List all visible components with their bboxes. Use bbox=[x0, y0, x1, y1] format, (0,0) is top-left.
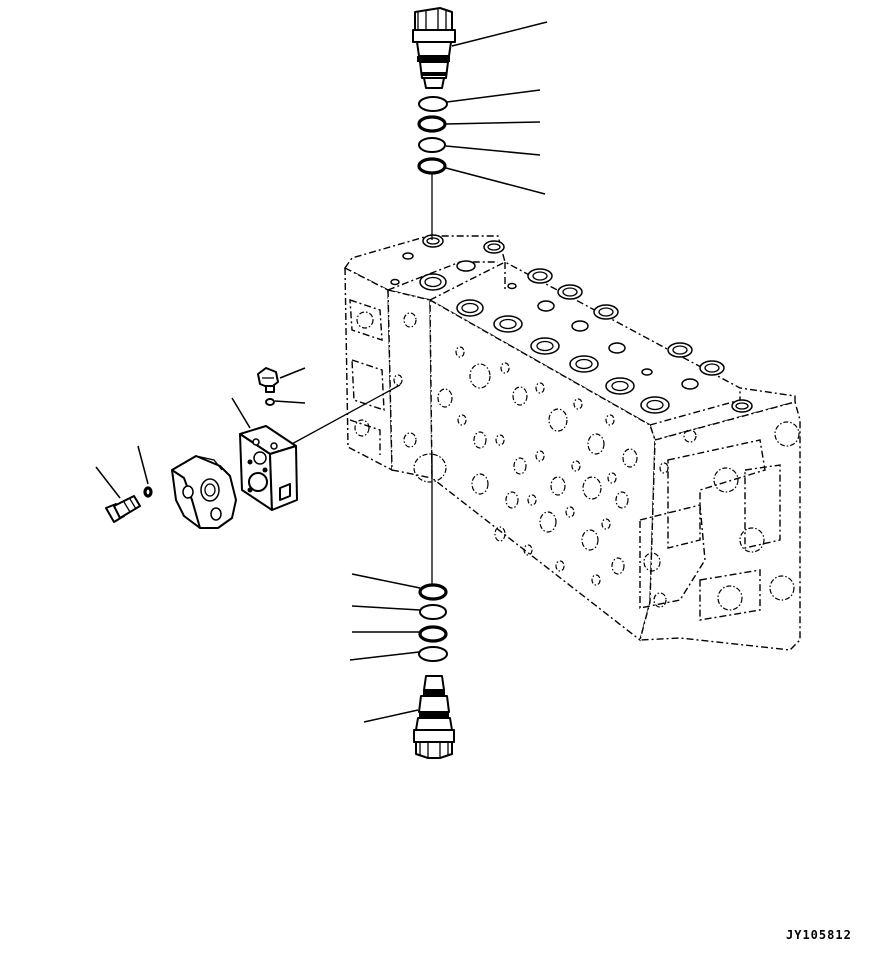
control-valve-housing bbox=[343, 234, 801, 651]
lower-seal-set bbox=[418, 583, 448, 662]
cover-flange bbox=[171, 455, 237, 529]
small-o-ring bbox=[265, 398, 275, 406]
adapter-block bbox=[239, 425, 298, 511]
upper-seal-set bbox=[417, 96, 448, 175]
upper-cartridge-valve bbox=[412, 7, 456, 89]
drawing-code-label: JY105812 bbox=[786, 928, 852, 942]
side-axis-line bbox=[289, 384, 401, 446]
small-plug bbox=[257, 367, 279, 393]
lower-cartridge-valve bbox=[413, 675, 455, 759]
mounting-bolt bbox=[105, 495, 141, 523]
spring-washer bbox=[143, 486, 153, 498]
leader-lines bbox=[95, 21, 548, 723]
